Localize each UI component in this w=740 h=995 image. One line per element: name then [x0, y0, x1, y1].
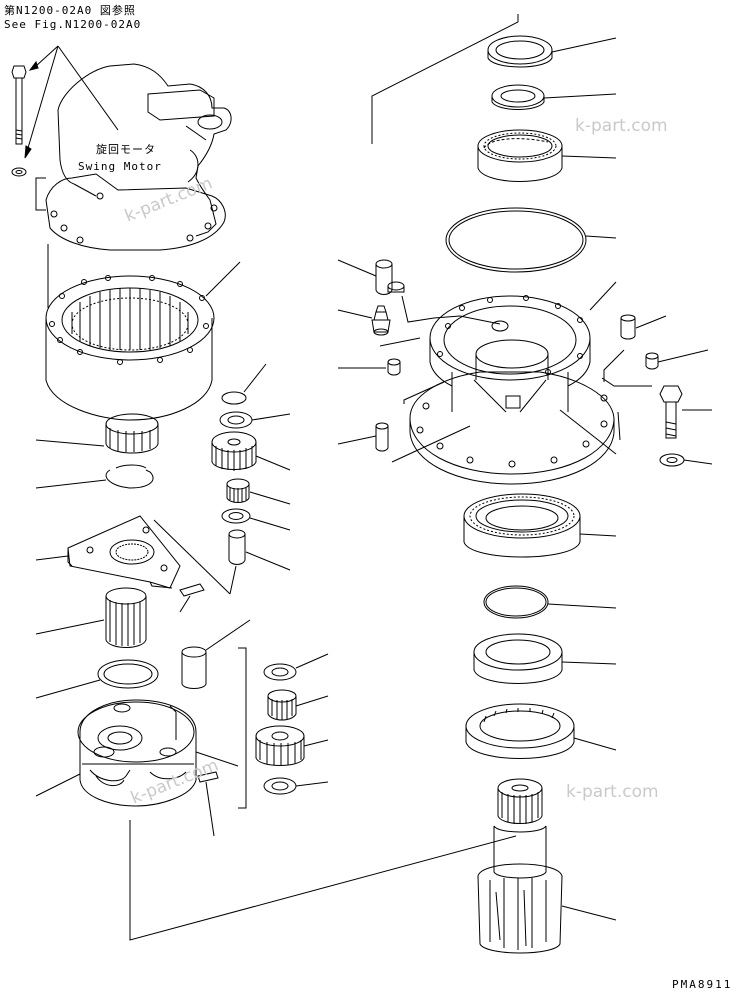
motor-bolt: [12, 66, 26, 144]
planet-set-bracket: [238, 648, 246, 808]
drawing-code: PMA8911: [672, 978, 733, 991]
snap-ring-small: [222, 392, 246, 404]
thrust-washer-a: [220, 412, 252, 428]
needle-bearing-upper: [227, 479, 249, 503]
housing-bolt: [660, 386, 682, 438]
dowel-pin-right: [621, 315, 635, 339]
grease-fitting: [372, 306, 390, 335]
oil-seal-second: [492, 85, 544, 110]
thrust-washer-d: [264, 778, 296, 794]
internal-spline-ring: [466, 704, 574, 759]
dowel-pin-left: [376, 423, 388, 451]
bearing-top: [478, 130, 562, 182]
swing-motor-label-japanese: 旋回モータ: [96, 143, 156, 156]
collar: [474, 634, 562, 684]
watermark: k-part.com: [566, 782, 659, 802]
housing-washer: [660, 454, 684, 466]
upper-bracket: [372, 14, 518, 144]
snap-ring-left: [106, 465, 153, 488]
swing-motor: [46, 64, 231, 250]
assembly-bracket: [130, 820, 516, 940]
thrust-washer-b: [222, 509, 250, 523]
plug-right: [646, 353, 658, 369]
ring-gear: [46, 276, 214, 421]
thrust-washer-left: [98, 660, 158, 688]
motor-washer: [12, 168, 26, 176]
watermark: k-part.com: [575, 116, 668, 136]
reference-arrows: [25, 46, 118, 158]
plug-small: [388, 359, 400, 375]
bearing-lower: [464, 494, 580, 557]
oil-seal-top: [488, 36, 552, 67]
swing-machinery-housing: [410, 296, 614, 485]
swing-pinion-shaft: [478, 779, 562, 953]
roll-pin-lower: [198, 772, 218, 782]
sun-gear-upper: [106, 414, 158, 453]
breather-plug: [376, 260, 404, 295]
o-ring-large: [446, 208, 586, 272]
carrier-shaft: [182, 647, 206, 689]
roll-pin-upper: [180, 584, 204, 596]
planet-shaft-upper: [229, 530, 245, 565]
reference-note-english: See Fig.N1200-02A0: [4, 18, 142, 31]
planet-gear-lower: [256, 726, 304, 766]
planetary-carrier: [78, 700, 196, 806]
planet-gear-upper: [212, 432, 256, 471]
swing-motor-label-english: Swing Motor: [78, 160, 162, 173]
sun-gear-lower: [106, 588, 146, 648]
o-ring-small: [484, 586, 548, 618]
thrust-washer-c: [264, 664, 296, 680]
reference-note-japanese: 第N1200-02A0 図参照: [4, 4, 136, 17]
carrier-plate-upper: [68, 516, 180, 588]
needle-bearing-lower: [268, 690, 296, 720]
